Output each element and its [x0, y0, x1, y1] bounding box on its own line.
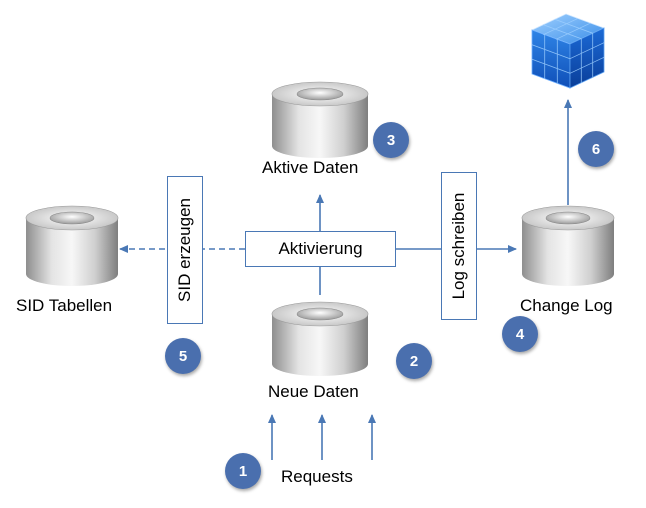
sid-generate-box: SID erzeugen [167, 176, 203, 324]
step-badge-6: 6 [578, 131, 614, 167]
active-data-database-icon [271, 81, 369, 158]
sid-tables-label: SID Tabellen [16, 296, 113, 315]
change-log-label: Change Log [520, 296, 613, 315]
sid-tables-database-icon [25, 205, 119, 286]
requests-label: Requests [281, 467, 353, 486]
new-data-database-icon [271, 301, 369, 376]
step-badge-3: 3 [373, 122, 409, 158]
new-data-label: Neue Daten [268, 382, 359, 401]
sid-generate-label: SID erzeugen [175, 198, 194, 302]
write-log-label: Log schreiben [449, 192, 468, 300]
step-badge-4: 4 [502, 316, 538, 352]
change-log-database-icon [521, 205, 615, 286]
active-data-label: Aktive Daten [262, 158, 359, 177]
activation-label: Aktivierung [278, 239, 363, 258]
activation-box: Aktivierung [245, 231, 396, 267]
step-badge-1: 1 [225, 453, 261, 489]
write-log-box: Log schreiben [441, 172, 477, 320]
step-badge-5: 5 [165, 338, 201, 374]
infocube-icon [530, 13, 606, 89]
step-badge-2: 2 [396, 343, 432, 379]
